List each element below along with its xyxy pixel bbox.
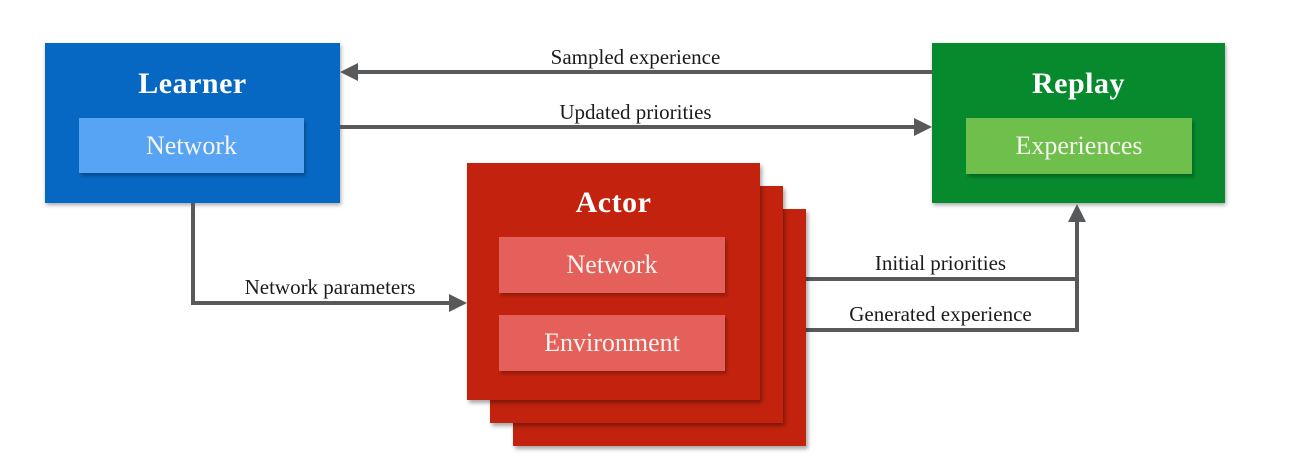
updated-priorities-label: Updated priorities <box>559 100 712 124</box>
replay-experiences-box: Experiences <box>966 118 1192 174</box>
actor-title: Actor <box>575 186 652 219</box>
network-parameters-vline <box>191 203 195 305</box>
actor-node: Actor Network Environment <box>467 163 760 400</box>
sampled-experience-line <box>358 70 932 74</box>
learner-network-label: Network <box>146 130 237 160</box>
learner-network-box: Network <box>79 118 304 173</box>
generated-experience-label: Generated experience <box>849 302 1032 326</box>
actor-network-label: Network <box>566 250 658 279</box>
actor-stack: Actor Network Environment <box>467 163 807 449</box>
learner-title: Learner <box>138 67 247 100</box>
updated-priorities-line <box>340 125 914 129</box>
updated-priorities-arrowhead-icon <box>914 118 932 136</box>
replay-input-riser-line <box>1075 220 1079 332</box>
actor-network-box: Network <box>499 237 725 293</box>
generated-experience-line <box>806 328 1079 332</box>
initial-priorities-line <box>806 277 1079 281</box>
network-parameters-arrowhead-icon <box>449 294 467 312</box>
initial-priorities-label: Initial priorities <box>874 251 1007 275</box>
actor-environment-label: Environment <box>544 328 680 357</box>
learner-node: Learner Network <box>45 43 340 203</box>
network-parameters-hline <box>191 301 449 305</box>
replay-node: Replay Experiences <box>932 43 1225 203</box>
sampled-experience-arrowhead-icon <box>340 63 358 81</box>
replay-input-arrowhead-icon <box>1068 204 1086 222</box>
actor-environment-box: Environment <box>499 315 725 371</box>
replay-title: Replay <box>1032 67 1125 100</box>
network-parameters-label: Network parameters <box>244 275 416 299</box>
sampled-experience-label: Sampled experience <box>550 45 721 69</box>
replay-experiences-label: Experiences <box>1015 131 1143 160</box>
